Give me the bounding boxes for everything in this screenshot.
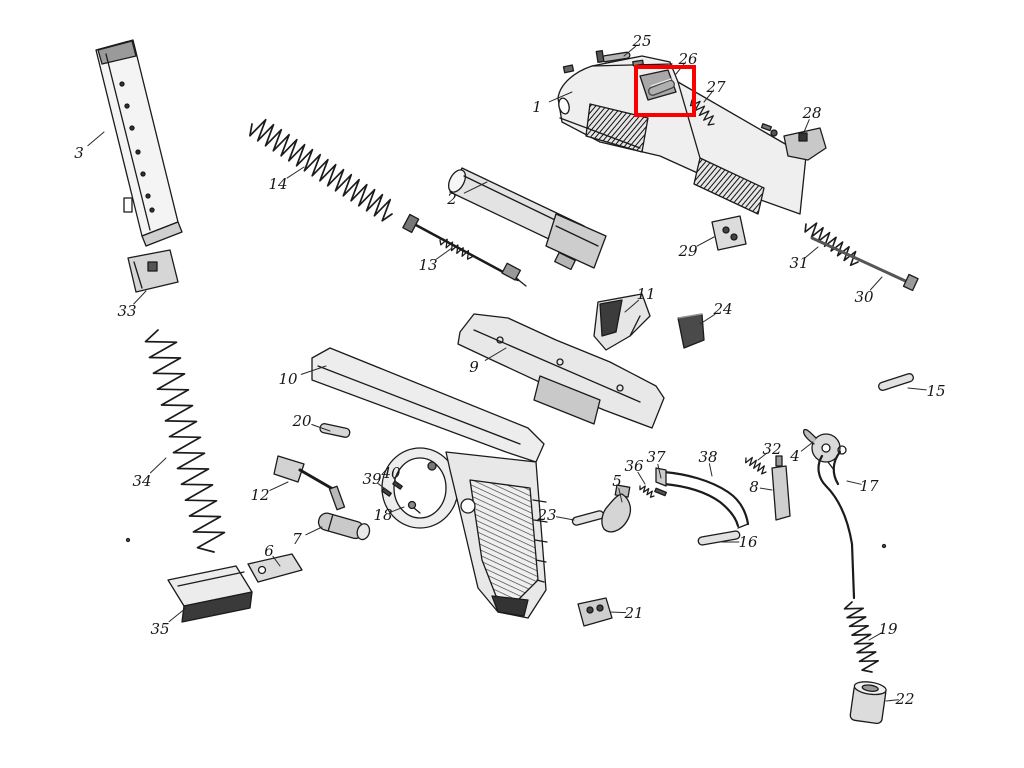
leader-line-10	[300, 365, 327, 375]
part-3-magazine	[95, 39, 183, 247]
leader-line-25	[623, 45, 637, 57]
leader-line-4	[800, 441, 814, 452]
leader-line-17	[846, 480, 862, 485]
leader-line-39	[377, 482, 389, 492]
leader-line-33	[133, 290, 147, 305]
part-31-spring	[804, 222, 859, 267]
part-19-spring	[843, 601, 880, 673]
part-27-spring	[689, 99, 715, 126]
part-26-pin	[647, 78, 675, 96]
part-24-wedge	[677, 313, 705, 349]
part-13-guide-rod	[402, 213, 527, 287]
leader-line-14	[286, 166, 305, 179]
leader-line-27	[703, 91, 713, 103]
leader-line-7	[305, 526, 323, 536]
part-20-pin	[319, 423, 351, 438]
leader-line-30	[869, 276, 883, 291]
part-25-extractor	[595, 49, 644, 67]
leader-line-36	[637, 471, 646, 485]
leader-line-2	[463, 181, 488, 194]
part-38-trigger-bar	[655, 467, 750, 529]
part-21-block	[577, 597, 613, 627]
leader-line-24	[699, 313, 716, 325]
part-10-frame	[311, 347, 548, 619]
leader-line-23	[556, 516, 575, 521]
leader-line-3	[87, 131, 105, 147]
part-14-recoil-spring	[249, 118, 393, 222]
leader-line-6	[272, 555, 281, 567]
leader-line-15	[907, 387, 927, 391]
part-22-cup	[849, 681, 887, 725]
part-34-magazine-spring	[144, 329, 226, 553]
part-5-trigger	[601, 484, 632, 533]
leader-line-37	[657, 463, 662, 479]
part-16-pin	[697, 530, 741, 546]
leader-line-40	[393, 477, 400, 488]
part-28-rear-sight	[760, 123, 827, 161]
leader-line-31	[805, 246, 819, 258]
leader-line-9	[484, 347, 507, 361]
leader-line-11	[624, 299, 640, 313]
leader-line-12	[269, 481, 289, 491]
leader-line-5	[618, 487, 623, 503]
leader-line-21	[609, 611, 627, 614]
leader-line-1	[548, 91, 573, 103]
leader-line-35	[168, 607, 187, 623]
leader-line-34	[149, 457, 167, 474]
part-29-block	[711, 215, 747, 251]
part-30-rod	[810, 236, 919, 292]
part-36-spring	[639, 485, 655, 498]
part-35-floor-plate	[167, 565, 253, 623]
part-8-plate	[771, 455, 791, 521]
part-1-slide	[557, 55, 807, 215]
highlight-box	[634, 65, 696, 117]
leader-line-19	[868, 632, 882, 641]
part-18-pin	[407, 500, 421, 514]
scan-specks	[125, 537, 887, 549]
part-2-barrel	[447, 167, 607, 271]
leader-line-32	[757, 452, 768, 461]
part-32-spring	[745, 456, 767, 475]
part-15-pin	[878, 373, 914, 391]
part-7-housing	[317, 512, 371, 541]
part-11-sear	[593, 293, 651, 351]
leader-line-18	[389, 506, 405, 513]
part-37-pin	[654, 487, 667, 497]
part-9-frame-insert	[457, 313, 665, 429]
part-12-slide-stop	[273, 455, 346, 511]
leader-line-28	[803, 119, 810, 133]
part-33-follower	[127, 249, 179, 293]
part-17-strut	[817, 445, 856, 600]
leader-line-29	[696, 236, 715, 247]
leader-line-22	[885, 699, 899, 702]
leader-line-38	[708, 463, 713, 477]
leader-line-13	[435, 247, 453, 260]
part-6-lever	[247, 553, 303, 583]
part-23-pin	[571, 510, 605, 526]
leader-line-20	[311, 424, 331, 432]
leader-line-8	[759, 487, 773, 491]
